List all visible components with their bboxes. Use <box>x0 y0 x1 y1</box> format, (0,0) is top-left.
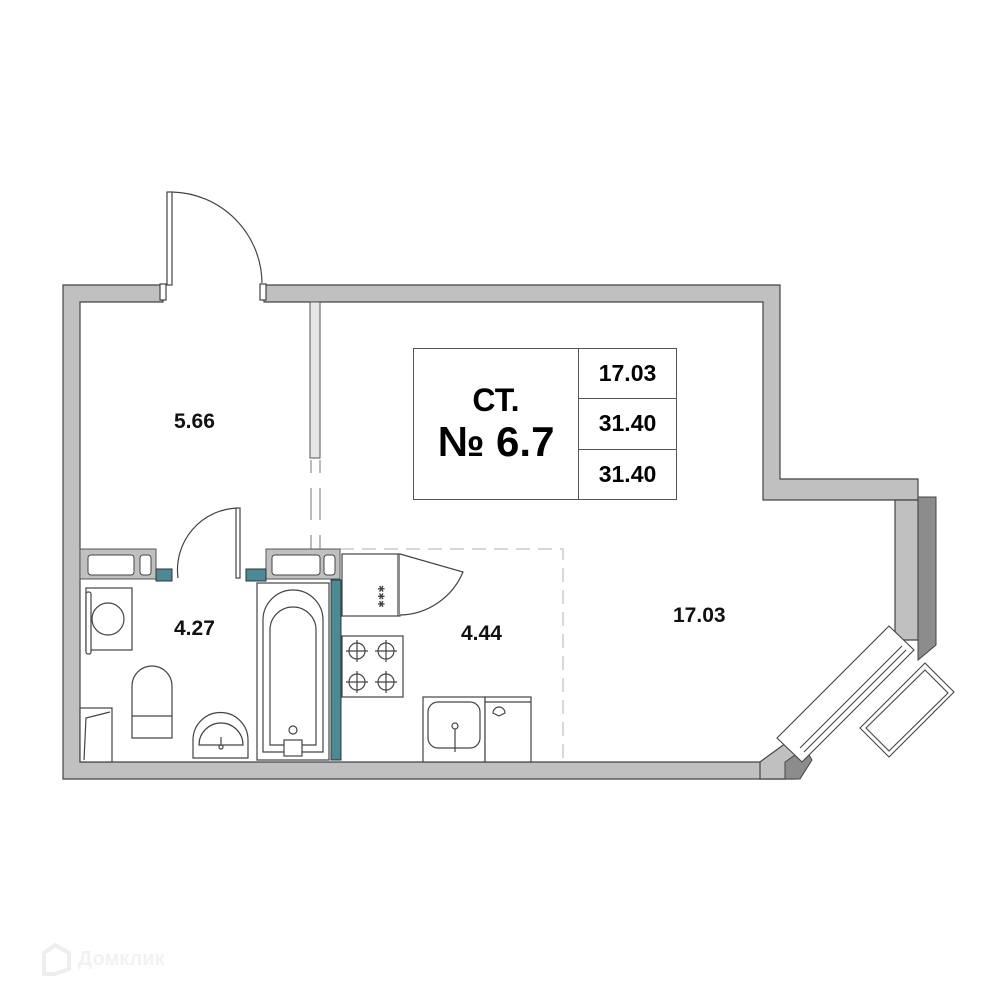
toilet <box>131 665 173 739</box>
room-area-living: 17.03 <box>673 604 726 627</box>
bathroom-sink <box>192 711 249 759</box>
room-area-hallway: 5.66 <box>174 410 215 433</box>
total-area-value-2: 31.40 <box>598 460 657 487</box>
apartment-number: № 6.7 <box>437 418 555 465</box>
partition-wall <box>309 301 321 459</box>
watermark-text: Домклик <box>78 947 165 970</box>
bathroom-wall-right <box>245 548 342 761</box>
kitchen-sink <box>422 696 532 763</box>
bathtub <box>256 582 330 761</box>
room-area-bathroom: 4.27 <box>174 617 215 640</box>
window[interactable] <box>776 625 955 763</box>
total-area-value: 31.40 <box>579 399 676 450</box>
entrance-door[interactable] <box>159 191 267 301</box>
stove <box>341 635 404 698</box>
living-area-value: 17.03 <box>579 349 676 400</box>
kitchen-zone-outline <box>340 548 564 762</box>
svg-text:✱✱✱: ✱✱✱ <box>375 585 385 608</box>
apartment-type: СТ. <box>472 382 520 418</box>
washing-machine <box>85 587 133 655</box>
apartment-info-table: СТ. № 6.7 17.03 31.40 31.40 <box>413 348 677 500</box>
bathroom-door[interactable] <box>176 507 241 579</box>
area-values: 17.03 31.40 31.40 <box>579 349 676 499</box>
facade-wall <box>917 496 937 662</box>
partition-dashed <box>310 460 321 549</box>
watermark-logo: Домклик <box>38 942 165 976</box>
room-area-kitchen: 4.44 <box>461 622 502 645</box>
house-logo-icon <box>42 942 71 976</box>
apartment-title: СТ. № 6.7 <box>414 349 579 499</box>
bathroom-shelf <box>79 707 113 763</box>
fridge: ✱✱✱ <box>341 553 464 617</box>
bathroom-wall-left <box>79 548 173 582</box>
